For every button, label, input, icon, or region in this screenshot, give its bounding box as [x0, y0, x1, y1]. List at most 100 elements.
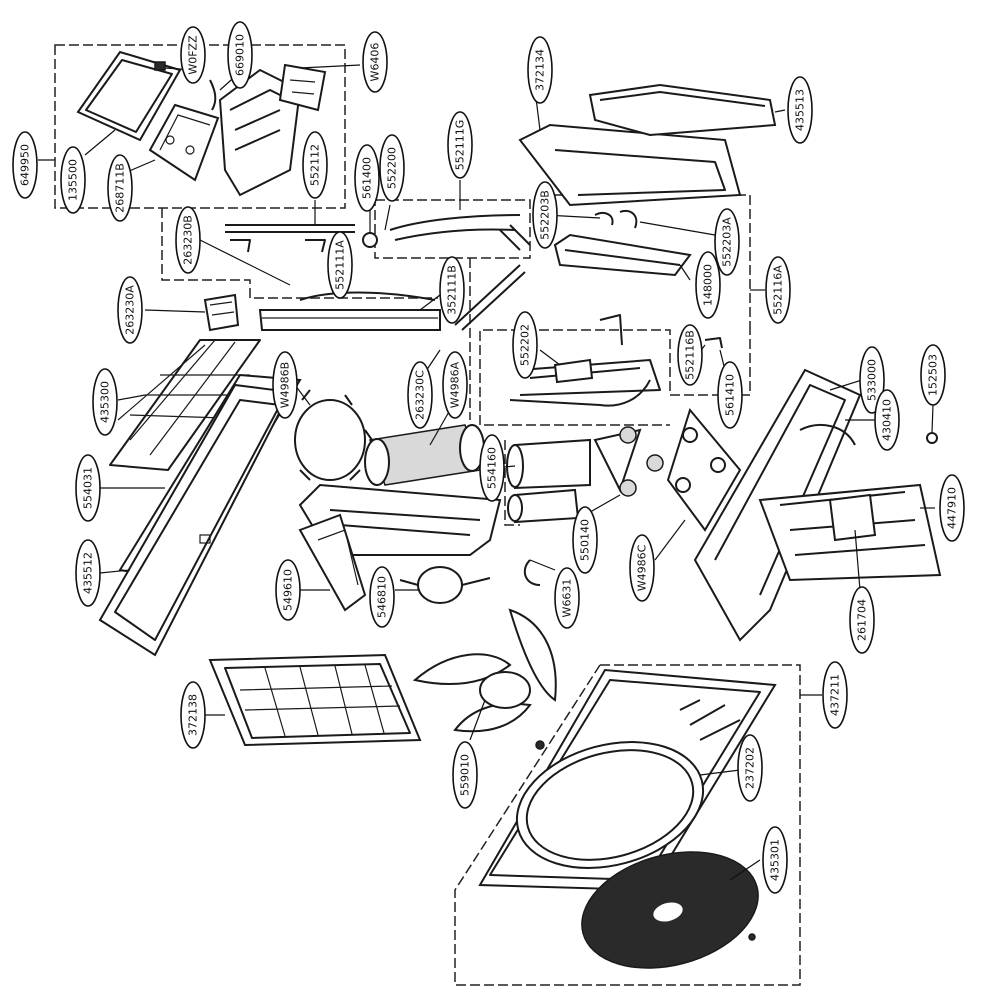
callout-268711b: 268711B	[107, 154, 133, 222]
callout-546810: 546810	[369, 566, 395, 628]
callout-label: 559010	[459, 754, 472, 796]
callout-label: W6631	[561, 579, 574, 618]
callout-label: W4986C	[636, 544, 649, 591]
fan-blades	[412, 608, 557, 750]
callout-label: 552202	[519, 324, 532, 366]
callout-label: 649950	[19, 144, 32, 186]
callout-label: 552111A	[334, 240, 347, 290]
callout-label: 554160	[486, 447, 499, 489]
callout-263230c: 263230C	[407, 361, 433, 429]
callout-label: 552112	[309, 144, 322, 186]
callout-label: 435512	[82, 552, 95, 594]
callout-561410: 561410	[717, 361, 743, 429]
callout-label: 447910	[946, 487, 959, 529]
callout-372134: 372134	[527, 36, 553, 104]
callout-label: 352111B	[446, 265, 459, 315]
mounting-plate	[666, 407, 742, 532]
callout-552116a: 552116A	[765, 256, 791, 324]
callout-label: W4986B	[279, 362, 292, 408]
callout-261704: 261704	[849, 586, 875, 654]
callout-label: W6406	[369, 43, 382, 82]
callout-552203b: 552203B	[532, 181, 558, 249]
callout-label: 549610	[282, 569, 295, 611]
callout-561400: 561400	[354, 144, 380, 212]
callout-label: 552116A	[772, 265, 785, 315]
callout-552116b: 552116B	[677, 324, 703, 386]
callout-w6406: W6406	[362, 31, 388, 93]
callout-label: 552200	[386, 147, 399, 189]
filter-grid-left	[109, 339, 261, 471]
callout-152503: 152503	[920, 344, 946, 406]
bottom-panel	[478, 668, 777, 892]
callout-559010: 559010	[452, 741, 478, 809]
heat-exchanger	[258, 264, 526, 331]
callout-label: 561400	[361, 157, 374, 199]
callouts: 649950 135500 268711B W0FZZ 669010 W6406…	[12, 21, 965, 894]
callout-label: 152503	[927, 354, 940, 396]
callout-263230a: 263230A	[117, 276, 143, 344]
callout-label: 135500	[67, 159, 80, 201]
callout-label: 430410	[881, 399, 894, 441]
control-box-assembly	[76, 50, 327, 197]
callout-label: 261704	[856, 599, 869, 641]
callout-label: 546810	[376, 576, 389, 618]
callout-552112: 552112	[302, 131, 328, 199]
callout-435512: 435512	[75, 539, 101, 607]
callout-label: 552116B	[684, 330, 697, 380]
callout-w4986b: W4986B	[272, 351, 298, 419]
callout-237202: 237202	[737, 734, 763, 802]
cylinder-tank	[364, 424, 485, 486]
callout-label: 263230C	[414, 370, 427, 420]
callout-552202: 552202	[512, 311, 538, 379]
callout-label: 435301	[769, 839, 782, 881]
callout-label: 263230A	[124, 285, 137, 335]
callout-label: 263230B	[182, 215, 195, 265]
top-cover	[518, 83, 777, 277]
callout-352111b: 352111B	[439, 256, 465, 324]
callout-label: 437211	[829, 674, 842, 716]
callout-550140: 550140	[572, 506, 598, 574]
callout-552200: 552200	[379, 134, 405, 202]
callout-549610: 549610	[275, 559, 301, 621]
callout-w6631: W6631	[554, 567, 580, 629]
callout-437211: 437211	[822, 661, 848, 729]
drain-pan	[298, 483, 502, 612]
callout-552111a: 552111A	[327, 231, 353, 299]
bottom-filter	[208, 653, 422, 747]
callout-label: 552111G	[454, 120, 467, 171]
callout-label: 372134	[534, 49, 547, 91]
callout-372138: 372138	[180, 681, 206, 749]
callout-label: 533000	[866, 359, 879, 401]
callout-label: 550140	[579, 519, 592, 561]
rails	[225, 214, 531, 253]
callout-552111g: 552111G	[447, 111, 473, 179]
callout-label: W4986A	[449, 361, 462, 408]
callout-435301: 435301	[762, 826, 788, 894]
fan-motor	[399, 559, 541, 604]
callout-w4986c: W4986C	[629, 534, 655, 602]
callout-263230b: 263230B	[175, 206, 201, 274]
side-housing	[693, 368, 942, 642]
callout-554160: 554160	[479, 434, 505, 502]
callout-label: 554031	[82, 467, 95, 509]
bottom-grille	[581, 851, 759, 969]
callout-148000: 148000	[695, 251, 721, 319]
callout-label: 268711B	[114, 163, 127, 213]
baffle-disc	[294, 389, 373, 481]
callout-447910: 447910	[939, 474, 965, 542]
callout-w0fzz: W0FZZ	[180, 26, 206, 84]
callout-label: 435300	[99, 381, 112, 423]
bracket	[203, 293, 240, 332]
callout-label: 552203A	[721, 217, 734, 267]
callout-435300: 435300	[92, 368, 118, 436]
callout-554031: 554031	[75, 454, 101, 522]
callout-label: 372138	[187, 694, 200, 736]
callout-435513: 435513	[787, 76, 813, 144]
callout-w4986a: W4986A	[442, 351, 468, 419]
callout-669010: 669010	[227, 21, 253, 89]
callout-430410: 430410	[874, 389, 900, 451]
callout-649950: 649950	[12, 131, 38, 199]
refrigerant-piping	[509, 314, 723, 407]
callout-label: 669010	[234, 34, 247, 76]
